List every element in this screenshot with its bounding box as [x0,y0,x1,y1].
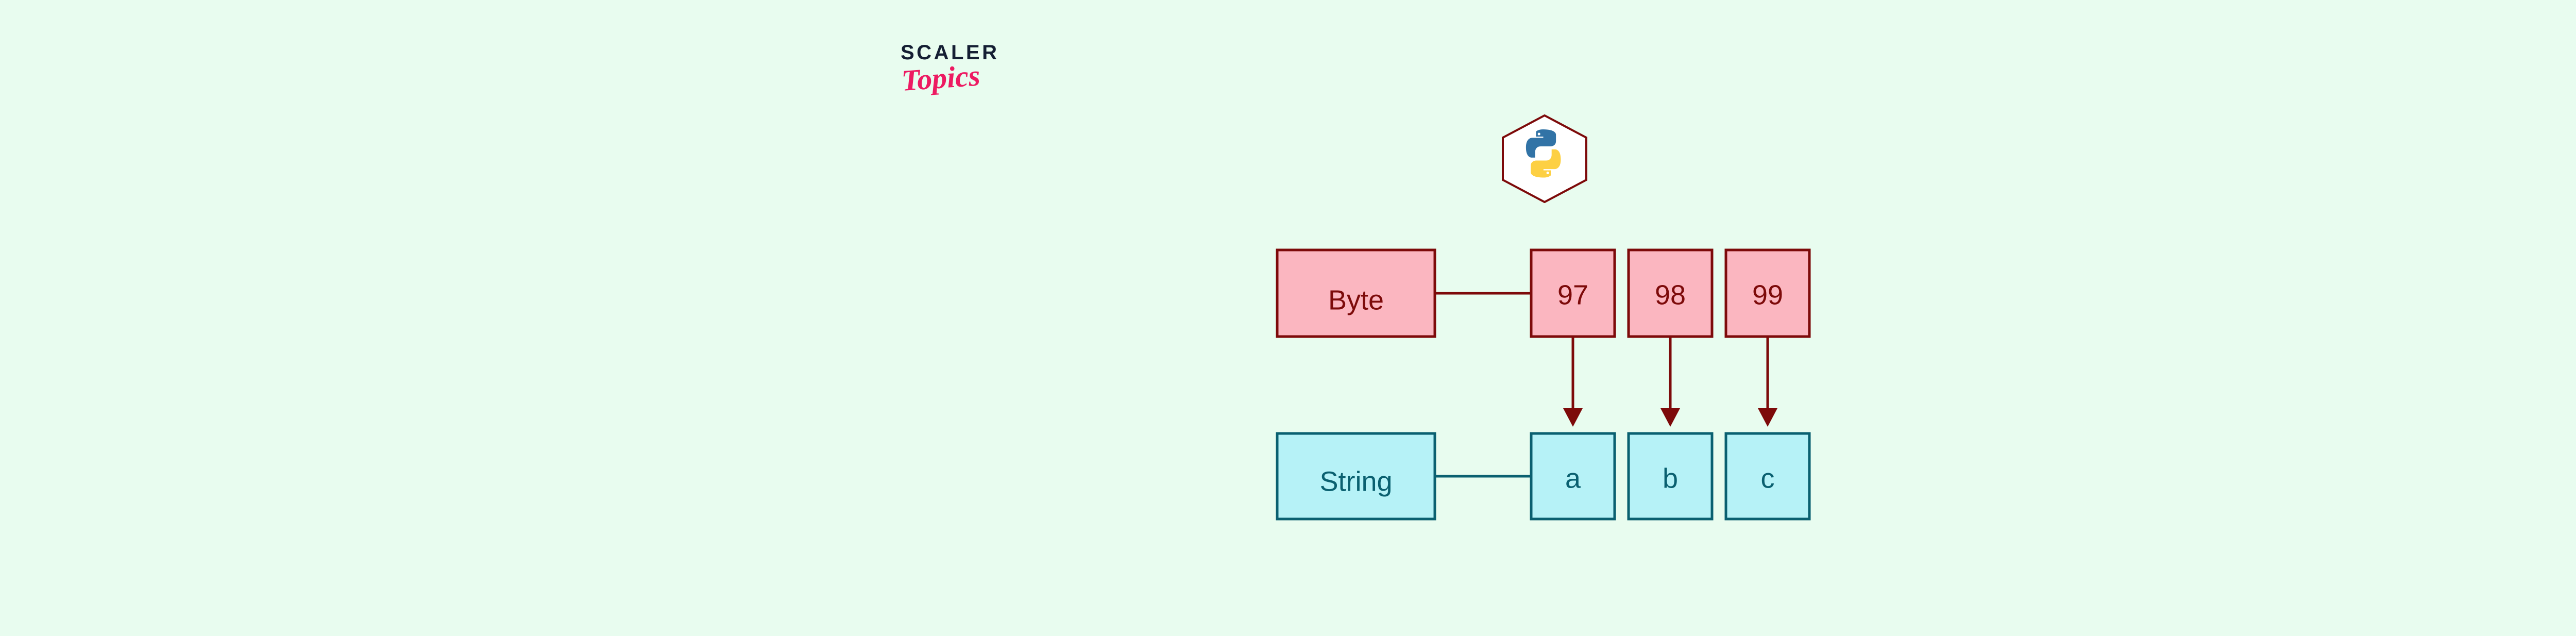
byte-cell-99: 99 [1724,248,1811,338]
byte-cell-97: 97 [1530,248,1616,338]
arrow-99-to-c [1758,338,1777,427]
string-cell-value: a [1565,463,1581,494]
arrow-97-to-a [1563,338,1583,427]
byte-label-text: Byte [1328,284,1384,315]
byte-cell-value: 99 [1752,279,1783,310]
string-label-box: String [1276,432,1436,521]
string-row-group: String a b [1276,432,1811,521]
string-cell-a: a [1530,432,1616,521]
scaler-topics-logo: SCALER Topics [901,42,1055,114]
string-label-text: String [1319,466,1392,497]
byte-row-group: Byte 97 98 [1276,248,1811,338]
string-cell-c: c [1724,432,1811,521]
python-logo-badge [1501,114,1588,203]
byte-cell-value: 98 [1655,279,1686,310]
byte-label-box: Byte [1276,248,1436,338]
string-cell-b: b [1627,432,1714,521]
byte-cell-value: 97 [1557,279,1588,310]
hexagon-shape [1502,114,1587,203]
brand-primary-text: SCALER [901,41,999,64]
python-snake-yellow [1531,149,1561,178]
mapping-arrows-group [1563,338,1777,427]
python-snake-blue [1526,129,1556,158]
arrow-98-to-b [1660,338,1680,427]
byte-cell-98: 98 [1627,248,1714,338]
python-snakes-icon [1526,129,1561,178]
string-cell-value: c [1761,463,1775,494]
string-cell-value: b [1663,463,1678,494]
